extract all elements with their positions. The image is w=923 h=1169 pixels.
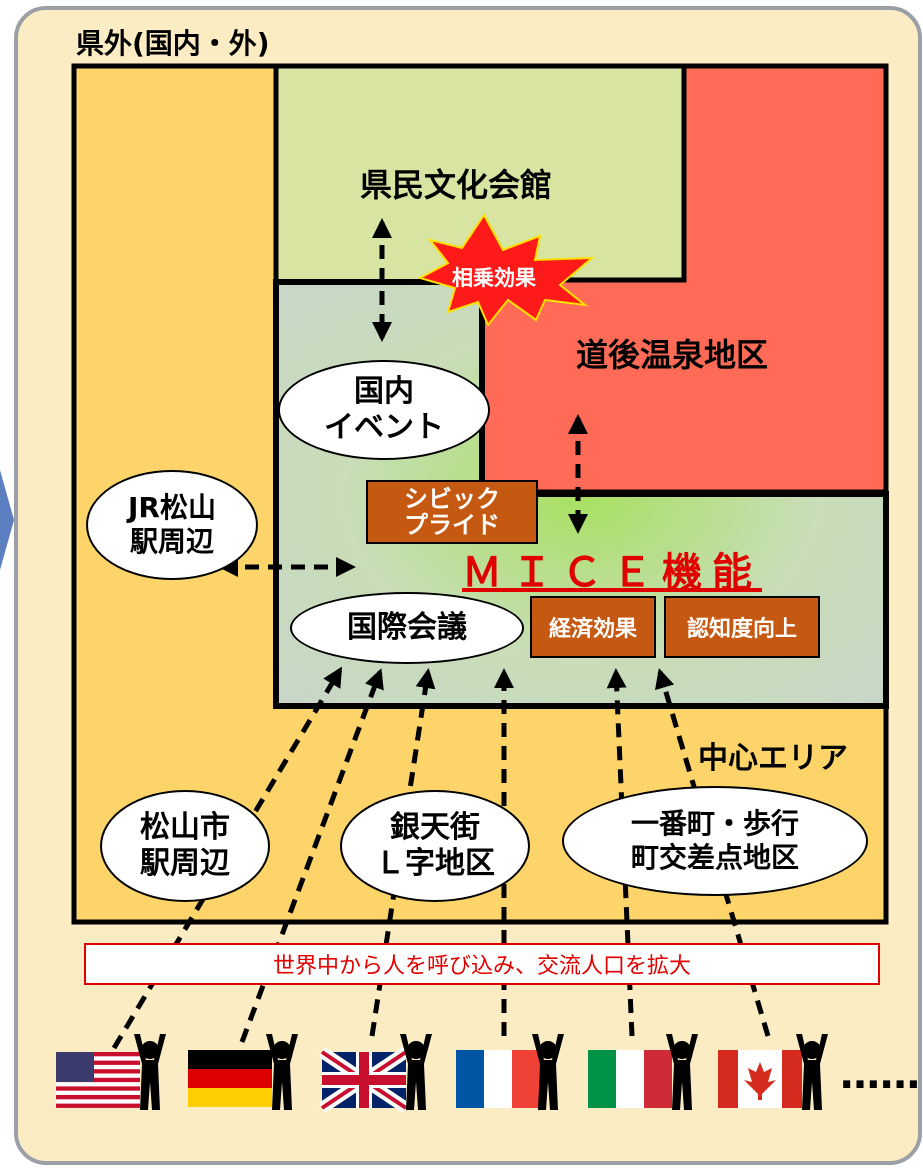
domestic-event-node: 国内 イベント: [278, 360, 490, 460]
left-arrow-shape: [0, 470, 14, 570]
person-icon: [532, 1034, 564, 1110]
synergy-label: 相乗効果: [452, 266, 536, 290]
person-icon: [134, 1034, 166, 1110]
culture-hall-label: 県民文化会館: [360, 166, 553, 204]
person-icon: [796, 1034, 828, 1110]
italy-flag: [588, 1050, 672, 1108]
dogo-label: 道後温泉地区: [576, 336, 769, 374]
civic-pride-box: シビック プライド: [366, 480, 538, 544]
more-ellipsis: ‥‥‥: [840, 1052, 921, 1098]
jr-station-node: JR松山 駅周辺: [86, 470, 258, 580]
outer-label: 県外(国内・外): [76, 27, 270, 60]
economic-effect-box: 経済効果: [530, 596, 656, 658]
city-station-node: 松山市 駅周辺: [100, 790, 270, 902]
center-area-label: 中心エリア: [698, 741, 848, 776]
ichibancho-node: 一番町・歩行 町交差点地区: [562, 786, 868, 896]
person-icon: [266, 1034, 298, 1110]
banner: 世界中から人を呼び込み、交流人口を拡大: [84, 943, 880, 985]
awareness-box: 認知度向上: [664, 596, 820, 658]
person-icon: [400, 1034, 432, 1110]
germany-flag: [188, 1050, 272, 1107]
canada-flag: [718, 1050, 802, 1108]
uk-flag: [318, 1047, 410, 1113]
france-flag: [456, 1050, 540, 1108]
synergy-burst: [417, 213, 595, 327]
intl-conference-node: 国際会議: [290, 592, 524, 664]
usa-flag: [56, 1052, 140, 1108]
ginten-node: 銀天街 Ｌ字地区: [340, 790, 530, 902]
ginten-arrow-1: [239, 668, 384, 1043]
mice-function-label: ＭＩＣＥ機能: [462, 550, 762, 596]
ichibancho-arrow-1: [606, 668, 635, 1037]
person-icon: [666, 1034, 698, 1110]
